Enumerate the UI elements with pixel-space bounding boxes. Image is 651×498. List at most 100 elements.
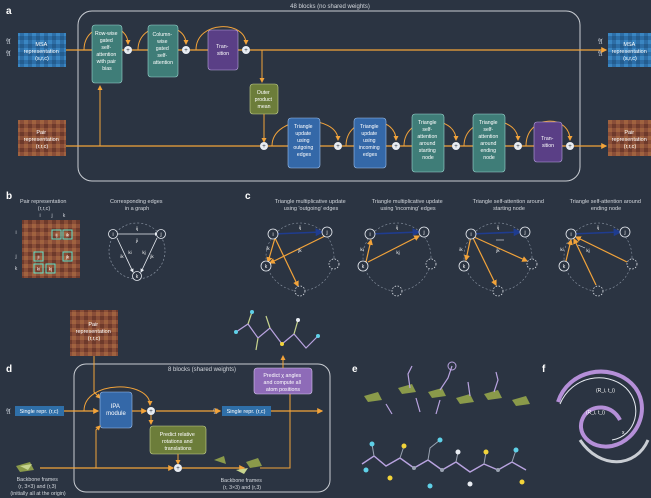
pair-output-label: Pair representation (r,r,c) xyxy=(612,130,649,150)
svg-text:+: + xyxy=(244,48,248,54)
f-backbone-ribbon xyxy=(556,369,650,464)
msa-transition-label: Tran- sition xyxy=(216,44,230,57)
svg-text:j: j xyxy=(159,232,161,238)
predict-chi-label: Predict χ angles and compute all atom po… xyxy=(263,373,302,393)
backbone-frames-input-icon xyxy=(16,462,34,472)
svg-text:k: k xyxy=(362,264,365,270)
svg-text:ik: ik xyxy=(120,254,124,259)
pair-input-label: Pair representation (r,r,c) xyxy=(24,130,61,150)
panel-label-b: b xyxy=(6,191,12,202)
msa-plus-nodes: + + + xyxy=(124,46,250,54)
c-title-4: Triangle self-attention around ending no… xyxy=(570,199,643,212)
d-loop-label: 8 blocks (shared weights) xyxy=(168,367,236,373)
svg-text:i: i xyxy=(15,230,16,236)
single-repr-input-icon: 𝔄 xyxy=(6,409,11,416)
svg-text:k: k xyxy=(265,264,268,270)
svg-text:ij: ij xyxy=(396,225,398,230)
d-frames-plus-node: + xyxy=(174,464,182,472)
single-repr-output-label: Single repr. (r,c) xyxy=(227,409,266,415)
predict-rotations-label: Predict relative rotations and translati… xyxy=(160,432,197,452)
column-attention-box xyxy=(147,24,179,78)
svg-text:k: k xyxy=(463,264,466,270)
backbone-frames-output-label: Backbone frames (r, 3×3) and (r,3) xyxy=(221,478,264,491)
d-frames-to-ipa xyxy=(95,425,101,468)
d-pair-representation-label: Pair representation (r,r,c) xyxy=(76,322,113,342)
svg-text:k: k xyxy=(15,266,18,272)
panel-label-e: e xyxy=(352,364,358,375)
row-attention-label: Row-wise gated self- attention with pair… xyxy=(95,31,119,72)
single-repr-input-label: Single repr. (r,c) xyxy=(20,409,59,415)
svg-text:ik: ik xyxy=(459,247,463,252)
c-graph-outgoing xyxy=(260,222,340,297)
backbone-frames-input-label: Backbone frames (r, 3×3) and (r,3) (init… xyxy=(10,477,66,497)
svg-text:+: + xyxy=(149,409,153,415)
svg-text:ik: ik xyxy=(266,246,270,251)
msa-to-outer-product xyxy=(252,49,265,83)
f-point-label: x xyxy=(622,430,625,436)
a-loop-frame xyxy=(77,10,581,182)
svg-text:kj: kj xyxy=(49,267,52,272)
b-graph-labels: i j k ij ji ik ki jk kj xyxy=(112,226,161,280)
svg-text:kj: kj xyxy=(142,250,145,255)
msa-input-label: MSA representation (s,r,c) xyxy=(24,42,61,62)
svg-text:ij: ij xyxy=(597,225,599,230)
svg-text:ki: ki xyxy=(360,247,363,252)
b-axis-labels: i j k i j k xyxy=(14,213,65,272)
panel-label-f: f xyxy=(542,364,546,375)
svg-text:j: j xyxy=(325,230,327,236)
svg-text:+: + xyxy=(126,48,130,54)
a-loop-label: 48 blocks (no shared weights) xyxy=(290,4,370,10)
panel-label-a: a xyxy=(6,6,12,17)
svg-text:i: i xyxy=(369,232,370,238)
svg-text:jk: jk xyxy=(65,255,70,260)
ipa-module-box xyxy=(99,391,133,429)
svg-text:jk: jk xyxy=(297,248,302,253)
outer-product-label: Outer product mean xyxy=(255,90,274,110)
ipa-module-label: IPA module xyxy=(106,404,126,417)
pair-residual-5 xyxy=(525,120,573,147)
b-graph xyxy=(108,222,166,281)
single-repr-input-block xyxy=(15,406,64,416)
svg-text:+: + xyxy=(176,466,180,472)
svg-text:k: k xyxy=(563,264,566,270)
d-plus-node: + xyxy=(147,407,155,415)
f-frame-label-1: (R_i, t_i) xyxy=(596,388,615,394)
svg-text:k: k xyxy=(63,213,66,219)
triangle-end-label: Triangle self- attention around ending n… xyxy=(478,120,499,161)
triangle-outgoing-label: Triangle update using outgoing edges xyxy=(293,124,314,158)
svg-text:ki: ki xyxy=(37,267,40,272)
msa-input-block xyxy=(18,33,66,67)
msa-transition-box xyxy=(207,29,239,71)
svg-text:ij: ij xyxy=(299,225,301,230)
svg-text:+: + xyxy=(394,144,398,150)
svg-text:j: j xyxy=(14,254,16,260)
pair-transition-box xyxy=(533,121,563,163)
c-graph-incoming xyxy=(357,222,437,297)
d-frames-loop-back xyxy=(260,379,293,469)
triangle-outgoing-box xyxy=(287,117,321,169)
single-repr-output-block xyxy=(222,406,271,416)
svg-text:𝔄: 𝔄 xyxy=(598,51,603,58)
d-pair-representation-block xyxy=(70,310,118,356)
triangle-end-box xyxy=(472,113,506,173)
msa-residual-3 xyxy=(195,26,249,51)
svg-text:ij: ij xyxy=(55,233,57,238)
row-attention-box xyxy=(91,24,123,84)
svg-text:ji: ji xyxy=(37,255,40,260)
svg-text:ij: ij xyxy=(497,225,499,230)
b-graph-title: Corresponding edges in a graph xyxy=(110,199,164,212)
svg-text:i: i xyxy=(112,232,113,238)
panel-label-d: d xyxy=(6,364,12,375)
svg-text:+: + xyxy=(568,144,572,150)
b-highlight-cells: ij ik ji jk ki kj xyxy=(33,229,73,274)
c-graph-end-labels: i j k ij ki kj xyxy=(560,225,625,270)
d-loop-frame xyxy=(73,363,331,493)
triangle-start-box xyxy=(411,113,445,173)
b-pair-title: Pair representation (r,r,c) xyxy=(20,199,68,212)
c-title-1: Triangle multiplicative update using 'ou… xyxy=(275,199,348,212)
panel-label-c: c xyxy=(245,191,251,202)
c-graph-start-labels: i j k ij ik jk xyxy=(459,225,525,270)
pair-plus-nodes: + + + + + + xyxy=(260,142,574,150)
svg-text:i: i xyxy=(272,232,273,238)
